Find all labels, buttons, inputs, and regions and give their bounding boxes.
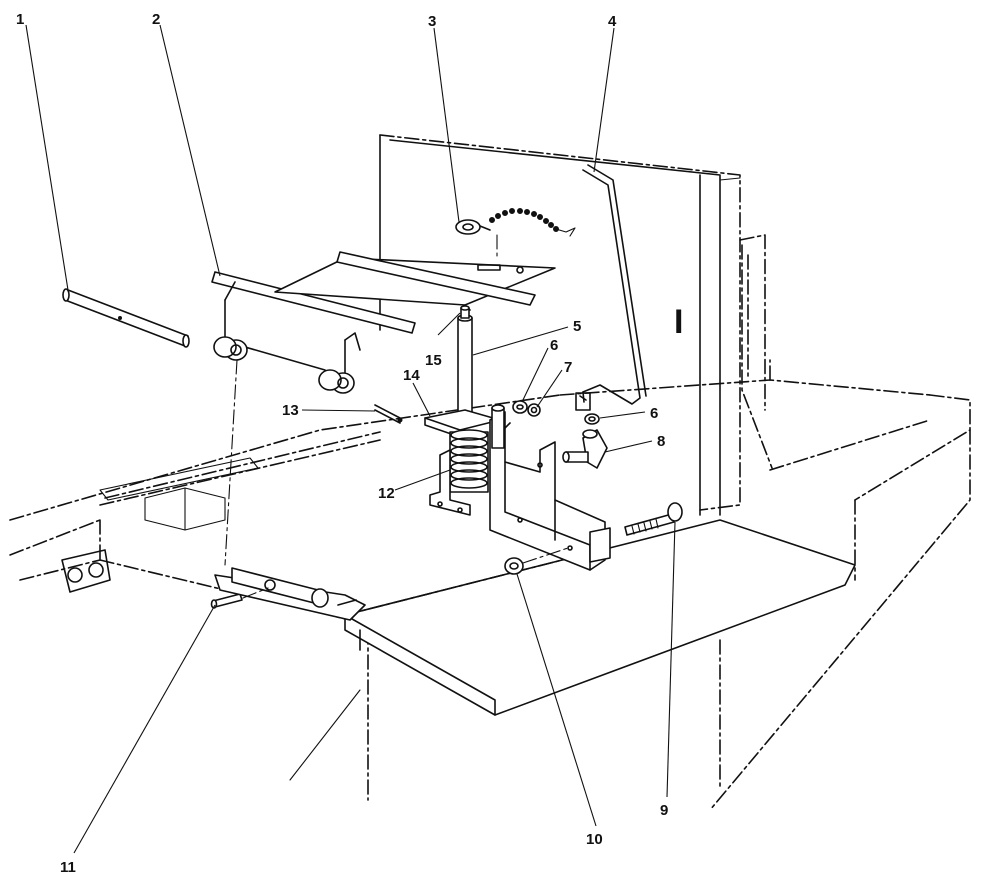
part-12-spring	[429, 429, 489, 516]
callout-3: 3	[428, 13, 436, 30]
part-2-pivot-bracket	[211, 271, 416, 394]
callout-7: 7	[564, 359, 572, 376]
part-6-nut-upper	[512, 400, 528, 414]
part-13-rod	[374, 404, 403, 424]
callout-15: 15	[425, 352, 442, 369]
part-8-connector	[562, 429, 608, 469]
callout-2: 2	[152, 11, 160, 28]
bead-chain	[489, 208, 559, 232]
part-11-pin	[210, 593, 243, 609]
callout-1: 1	[16, 11, 24, 28]
part-3-chain-ring	[455, 208, 576, 259]
part-9-bolt	[624, 502, 683, 536]
lower-hinge-bar	[214, 567, 366, 621]
callout-6-right: 6	[650, 405, 658, 422]
callout-4: 4	[608, 13, 617, 30]
callout-8: 8	[657, 433, 665, 450]
table-block	[144, 487, 226, 531]
part-5-post	[457, 305, 473, 421]
alignment-lines	[224, 359, 269, 599]
callout-13: 13	[282, 402, 299, 419]
callout-12: 12	[378, 485, 395, 502]
part-10-nut	[504, 547, 569, 575]
left-latch	[61, 549, 111, 593]
callout-11: 11	[60, 859, 76, 876]
callout-6-upper: 6	[550, 337, 558, 354]
callout-14: 14	[403, 367, 420, 384]
callout-10: 10	[586, 831, 603, 848]
top-plate	[274, 251, 556, 311]
callout-5: 5	[573, 318, 581, 335]
section-mark: I	[674, 303, 683, 341]
callout-labels: 1 2 3 4 5 6 6 7 8 9 10 11 12 13 14 15 I	[16, 11, 683, 876]
leader-lines	[25, 24, 676, 854]
front-apron	[344, 519, 856, 716]
main-bracket	[489, 404, 611, 571]
part-1-shaft	[62, 288, 190, 348]
callout-9: 9	[660, 802, 668, 819]
part-4-bent-rod	[575, 164, 647, 411]
part-6-nut-right	[584, 413, 600, 425]
upright-panel	[379, 134, 773, 516]
